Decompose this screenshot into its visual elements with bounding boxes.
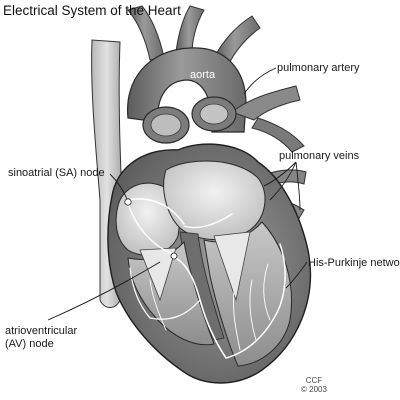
leader-pv-1 <box>263 161 297 187</box>
label-sa-node: sinoatrial (SA) node <box>8 167 105 179</box>
av-node <box>170 252 178 260</box>
conduction-pathways <box>127 198 287 359</box>
label-av-node: atrioventricular (AV) node <box>5 325 77 351</box>
label-av-node-line2: (AV) node <box>5 338 54 350</box>
aorta-branch-right <box>213 15 261 67</box>
label-av-node-line1: atrioventricular <box>5 325 78 337</box>
leader-pulmonary-artery <box>243 67 277 95</box>
valve-mitral <box>213 231 251 302</box>
diagram-title: Electrical System of the Heart <box>3 3 181 18</box>
label-his-purkinje: His-Purkinje network <box>308 257 400 269</box>
right-atrium <box>115 182 180 256</box>
leader-lines <box>47 67 308 321</box>
sa-node <box>124 198 132 206</box>
pulmonary-artery-branch <box>251 117 305 153</box>
credit: CCF © 2003 <box>301 376 327 394</box>
aorta-branch-left <box>127 5 165 61</box>
valve-tricuspid <box>139 247 177 302</box>
leader-pv-2 <box>269 161 297 201</box>
leader-pv-3 <box>295 161 301 211</box>
leader-sa-node <box>109 173 128 200</box>
label-pulmonary-artery: pulmonary artery <box>277 62 360 74</box>
left-atrium <box>163 160 266 241</box>
credit-copyright: © 2003 <box>301 385 327 394</box>
label-pulmonary-veins: pulmonary veins <box>279 150 360 162</box>
pulmonary-artery <box>230 85 301 121</box>
aorta-branch-mid <box>175 5 205 55</box>
leader-his-purkinje <box>285 261 308 289</box>
leader-av-node <box>47 261 161 321</box>
label-aorta: aorta <box>190 69 216 81</box>
credit-mark: CCF <box>305 376 323 385</box>
